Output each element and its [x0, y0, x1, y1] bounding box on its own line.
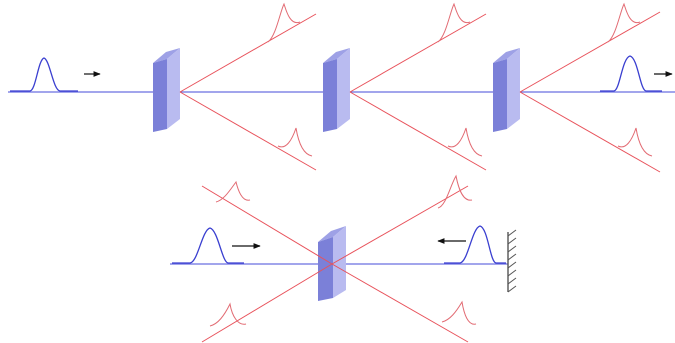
output-pulse-left-up [215, 180, 251, 203]
output-pulse-left-down [209, 302, 247, 327]
scatter-left-down [201, 263, 333, 343]
scatter-up-3 [519, 11, 661, 93]
scatter-up-1 [179, 13, 317, 93]
output-pulse-right-down [441, 300, 477, 325]
input-pulse-top [10, 57, 78, 92]
output-pulse-up-3 [607, 2, 641, 43]
crystal-1 [153, 48, 180, 132]
reflected-pulse-bottom [444, 225, 506, 264]
bottom-row [170, 174, 517, 343]
scatter-right-up [331, 185, 469, 265]
transmitted-pulse-top [600, 55, 662, 92]
crystal-3 [493, 48, 520, 132]
scatter-down-3 [519, 91, 661, 173]
output-pulse-down-3 [617, 127, 653, 157]
output-pulse-right-up [437, 174, 473, 209]
mirror [507, 229, 517, 293]
output-pulse-down-1 [277, 127, 313, 157]
output-pulse-down-2 [447, 127, 483, 157]
scatter-right-down [331, 263, 469, 343]
output-pulse-up-1 [267, 2, 301, 43]
top-row [8, 2, 675, 173]
crystal-2 [323, 48, 350, 132]
scatter-down-2 [349, 91, 487, 171]
crystal-bottom [318, 226, 346, 301]
input-pulse-bottom [172, 227, 244, 264]
scatter-down-1 [179, 91, 317, 171]
scatter-up-2 [349, 13, 487, 93]
output-pulse-up-2 [437, 2, 471, 43]
scatter-left-up [201, 185, 333, 265]
